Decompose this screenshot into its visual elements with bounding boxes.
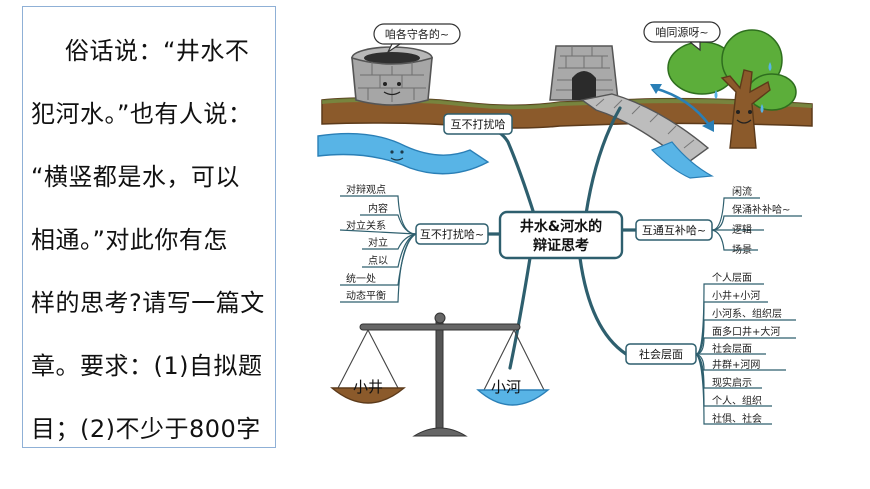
prompt-line-4: 相通。”对此你有怎 bbox=[31, 226, 228, 254]
top-branch-node: 互不打扰哈 bbox=[443, 113, 513, 135]
prompt-line-1: 俗话说：“井水不 bbox=[65, 37, 250, 65]
scale-right-label: 小河 bbox=[491, 378, 521, 396]
spring-tunnel-illustration bbox=[549, 45, 619, 101]
left-item-1: 对辩观点 bbox=[346, 183, 386, 196]
well-bubble-text: 咱各守各的~ bbox=[385, 27, 449, 41]
well-illustration bbox=[351, 46, 433, 106]
top-branch-label: 互不打扰哈 bbox=[451, 117, 506, 131]
balance-scale-illustration: 小井 小河 bbox=[330, 312, 550, 437]
bottom-branch-node: 社会层面 bbox=[625, 343, 697, 365]
bottom-branch-label: 社会层面 bbox=[639, 347, 683, 361]
tree-speech-bubble: 咱同源呀~ bbox=[643, 21, 721, 52]
double-arrow-icon bbox=[650, 84, 714, 132]
stream-left bbox=[317, 132, 490, 175]
left-item-2: 内容 bbox=[368, 202, 388, 215]
well-speech-bubble: 咱各守各的~ bbox=[373, 23, 461, 54]
tree-bubble-text: 咱同源呀~ bbox=[655, 25, 708, 39]
bottom-sub-branches bbox=[695, 283, 796, 425]
prompt-line-3: “横竖都是水，可以 bbox=[31, 163, 240, 191]
left-item-5: 点以 bbox=[368, 255, 388, 267]
bridge-waterfall-illustration bbox=[580, 93, 715, 179]
bottom-item-7: 现实启示 bbox=[712, 376, 752, 389]
bottom-item-2: 小井+小河 bbox=[712, 289, 760, 302]
bottom-item-6: 井群+河网 bbox=[712, 358, 760, 371]
left-item-3: 对立关系 bbox=[346, 219, 386, 232]
center-node-line-2: 辩证思考 bbox=[533, 237, 589, 254]
left-item-6: 统一处 bbox=[346, 272, 376, 285]
right-item-2: 保涌补补哈~ bbox=[732, 203, 790, 216]
center-node-line-1: 井水&河水的 bbox=[520, 218, 602, 235]
scale-left-label: 小井 bbox=[353, 378, 383, 396]
left-branch-node: 互不打扰哈~ bbox=[415, 223, 489, 245]
prompt-line-2: 犯河水。”也有人说： bbox=[31, 100, 253, 128]
right-item-3: 逻辑 bbox=[732, 223, 752, 236]
right-branch-node: 互通互补哈~ bbox=[635, 219, 713, 241]
prompt-line-5: 样的思考?请写一篇文 bbox=[31, 289, 265, 317]
right-item-1: 闲流 bbox=[732, 185, 752, 198]
left-sub-branches bbox=[339, 195, 417, 303]
prompt-line-7: 目；(2)不少于800字 bbox=[31, 415, 261, 443]
bottom-item-4: 面多口井+大河 bbox=[712, 325, 780, 338]
left-item-7: 动态平衡 bbox=[346, 289, 386, 302]
bottom-item-8: 个人、组织 bbox=[712, 394, 762, 407]
center-node: 井水&河水的 辩证思考 bbox=[498, 210, 624, 260]
essay-prompt-box: 俗话说：“井水不 犯河水。”也有人说： “横竖都是水，可以 相通。”对此你有怎 … bbox=[22, 6, 276, 448]
right-branch-label: 互通互补哈~ bbox=[642, 224, 706, 237]
bottom-item-3: 小河系、组织层 bbox=[712, 307, 782, 320]
prompt-line-6: 章。要求：(1)自拟题 bbox=[31, 352, 263, 380]
right-item-4: 场景 bbox=[732, 243, 752, 256]
bottom-item-1: 个人层面 bbox=[712, 272, 752, 284]
tree-illustration bbox=[667, 29, 797, 149]
right-sub-branches bbox=[711, 197, 802, 251]
left-item-4: 对立 bbox=[368, 236, 388, 249]
left-branch-label: 互不打扰哈~ bbox=[420, 227, 484, 241]
bottom-item-9: 社俱、社会 bbox=[712, 412, 762, 425]
bottom-item-5: 社会层面 bbox=[712, 342, 752, 355]
